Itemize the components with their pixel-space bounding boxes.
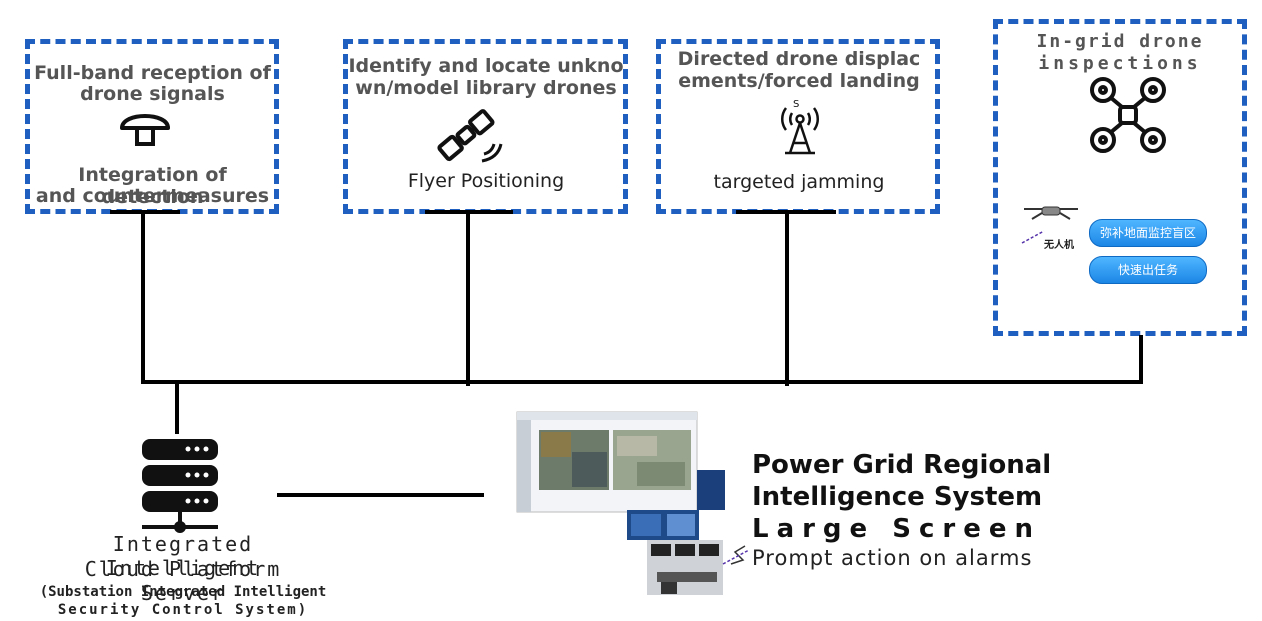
connector-drop-2 [466, 212, 470, 386]
connector-stub-1 [110, 210, 180, 214]
screen-title-line1: Power Grid Regional [752, 450, 1052, 480]
screen-title-line3: Large Screen [752, 514, 1041, 544]
drone-label: 无人机 [1044, 240, 1074, 251]
detection-title-line2: drone signals [80, 83, 225, 105]
detection-subtitle-line1: Integration of detection [78, 164, 227, 208]
drone-thumbnail-icon [1021, 206, 1078, 244]
signal-receiver-icon [120, 114, 170, 146]
inspection-title-line1: In-grid drone [1036, 31, 1204, 52]
identify-title-line2: wn/model library drones [355, 77, 617, 99]
quadcopter-icon [1090, 77, 1166, 153]
server-icon [142, 439, 218, 533]
detection-subtitle-line2: and countermeasures [35, 185, 270, 207]
inspection-title-line2: inspections [1038, 53, 1202, 74]
satellite-icon [437, 109, 503, 163]
connector-drop-1 [141, 212, 145, 384]
screen-title-line2: Intelligence System [752, 482, 1043, 512]
jamming-title-line2: ements/forced landing [678, 70, 920, 92]
detection-title-line1: Full-band reception of [34, 62, 271, 84]
server-subtitle-line1: (Substation Integrated Intelligent [39, 584, 327, 600]
server-uplink [175, 382, 179, 434]
identify-title-line1: Identify and locate unkno [348, 55, 624, 77]
server-subtitle-line2: Security Control System) [57, 602, 309, 618]
flyer-positioning-label: Flyer Positioning [407, 170, 565, 192]
targeted-jamming-label: targeted jamming [713, 171, 885, 193]
connector-drop-3 [785, 212, 789, 386]
screen-caption: Prompt action on alarms [752, 546, 1033, 570]
svg-text:S: S [793, 99, 799, 110]
antenna-tower-icon: S [781, 99, 819, 155]
inspection-box [993, 19, 1247, 336]
server-title-line2: Cloud Platform Server [84, 557, 282, 605]
backbone-bus [141, 380, 1143, 384]
cover-blind-spots-button[interactable]: 弥补地面监控盲区 [1089, 219, 1207, 247]
server-to-screen-link [277, 493, 484, 497]
dashboard-screenshot-image [516, 411, 750, 595]
server-title-line1: Integrated Intelligent [105, 532, 261, 580]
connector-drop-4 [1139, 335, 1143, 383]
jamming-title-line1: Directed drone displac [677, 48, 921, 70]
quick-dispatch-button[interactable]: 快速出任务 [1089, 256, 1207, 284]
